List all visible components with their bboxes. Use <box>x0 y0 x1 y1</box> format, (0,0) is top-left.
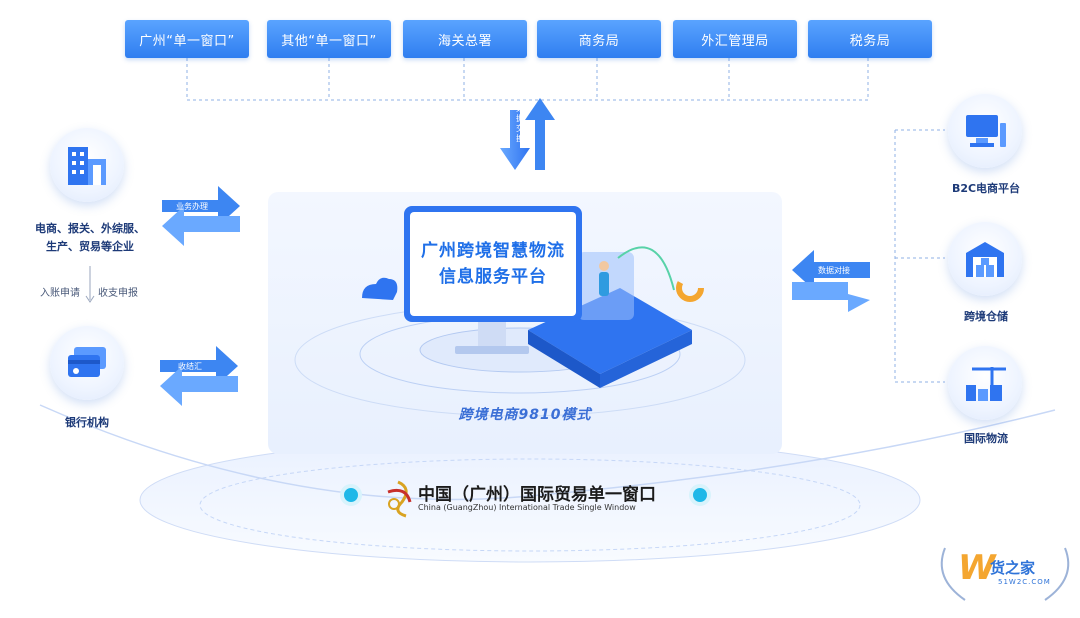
agency-tab-tax-bureau[interactable]: 税务局 <box>808 20 932 58</box>
orbit-line <box>39 404 1056 501</box>
logo-dot-left <box>340 484 362 506</box>
agency-tab-other-single-window[interactable]: 其他“单一窗口” <box>267 20 391 58</box>
warehouse-icon <box>966 242 1004 277</box>
logo-title-en: China (GuangZhou) International Trade Si… <box>418 503 636 512</box>
right-connector <box>894 129 945 383</box>
platform-title-line2: 信息服务平台 <box>439 267 547 287</box>
b2c-platform-label: B2C电商平台 <box>951 182 1021 195</box>
middle-ring <box>199 458 861 552</box>
mode-label: 跨境电商9810模式 <box>458 407 592 423</box>
payment-declaration-label: 收支申报 <box>98 288 138 299</box>
warehouse-label: 跨境仓储 <box>964 310 1008 323</box>
settlement-label: 收结汇 <box>178 362 202 371</box>
data-exchange-arrows <box>500 98 555 170</box>
platform-monitor[interactable]: 广州跨境智慧物流 信息服务平台 <box>404 206 582 322</box>
building-icon <box>68 147 106 185</box>
watermark-cn: 货之家 <box>990 559 1036 577</box>
settlement-arrows <box>160 346 238 406</box>
agency-tab-commerce-bureau[interactable]: 商务局 <box>537 20 661 58</box>
logistics-label: 国际物流 <box>964 432 1008 445</box>
account-application-label: 入账申请 <box>40 288 80 299</box>
data-docking-label: 数据对接 <box>818 266 850 275</box>
agency-tab-customs[interactable]: 海关总署 <box>403 20 527 58</box>
logo-dot-right <box>689 484 711 506</box>
enterprise-label-line1: 电商、报关、外综服、 <box>35 222 145 235</box>
watermark-letter: W <box>958 548 996 588</box>
watermark-laurel <box>940 547 1070 601</box>
watermark-en: 51W2C.COM <box>998 578 1051 586</box>
agency-tab-guangzhou-single-window[interactable]: 广州“单一窗口” <box>125 20 249 58</box>
crane-icon <box>966 367 1006 401</box>
single-window-logo[interactable]: 中国（广州）国际贸易单一窗口 China (GuangZhou) Interna… <box>354 472 686 522</box>
data-docking-arrows <box>792 250 870 312</box>
business-handling-label: 业务办理 <box>176 202 208 211</box>
logistics-node[interactable] <box>948 346 1022 420</box>
bank-node[interactable] <box>50 326 124 400</box>
emblem-icon <box>387 480 412 518</box>
platform-screen: 广州跨境智慧物流 信息服务平台 <box>410 212 576 316</box>
business-handling-arrows <box>162 186 240 246</box>
top-connector <box>186 58 869 101</box>
platform-title-line1: 广州跨境智慧物流 <box>421 241 565 261</box>
enterprise-label-line2: 生产、贸易等企业 <box>46 240 134 253</box>
card-icon <box>68 347 106 377</box>
b2c-platform-node[interactable] <box>948 94 1022 168</box>
account-flow-arrow <box>85 266 95 303</box>
agency-tab-forex-bureau[interactable]: 外汇管理局 <box>673 20 797 58</box>
bank-label: 银行机构 <box>65 416 109 429</box>
computer-icon <box>966 115 1006 147</box>
enterprise-node[interactable] <box>50 128 124 202</box>
data-exchange-label: 数据交换 <box>516 104 524 143</box>
warehouse-node[interactable] <box>948 222 1022 296</box>
logo-title-cn: 中国（广州）国际贸易单一窗口 <box>418 485 656 505</box>
